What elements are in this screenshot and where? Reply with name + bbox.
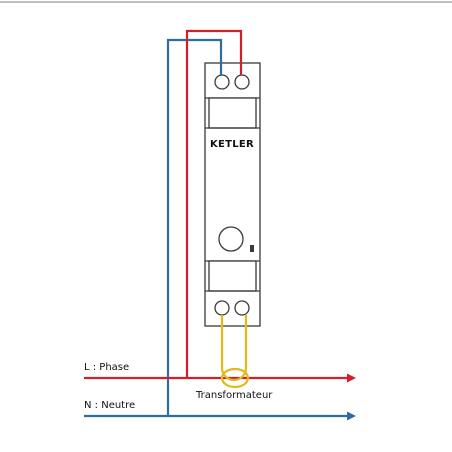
phase-wire-to-meter [185, 29, 243, 378]
din-rail-meter [204, 62, 261, 327]
display-knob [218, 226, 244, 252]
device-upper-notch [208, 97, 257, 129]
neutral-wire-to-meter [166, 38, 223, 416]
indicator-led [250, 245, 254, 252]
terminal-bottom-left [214, 300, 230, 316]
transformer-loop [220, 315, 248, 382]
transformer-label: Transformateur [195, 390, 273, 401]
phase-label: L : Phase [84, 362, 129, 373]
terminal-top-left [214, 74, 230, 90]
device-lower-notch [208, 260, 257, 292]
neutral-label: N : Neutre [84, 400, 135, 411]
terminal-top-right [234, 74, 250, 90]
terminal-bottom-right [234, 300, 250, 316]
device-brand: KETLER [210, 139, 254, 150]
phase-arrow-head [347, 373, 356, 383]
transformer-core [220, 367, 250, 389]
neutral-arrow-head [347, 411, 356, 421]
